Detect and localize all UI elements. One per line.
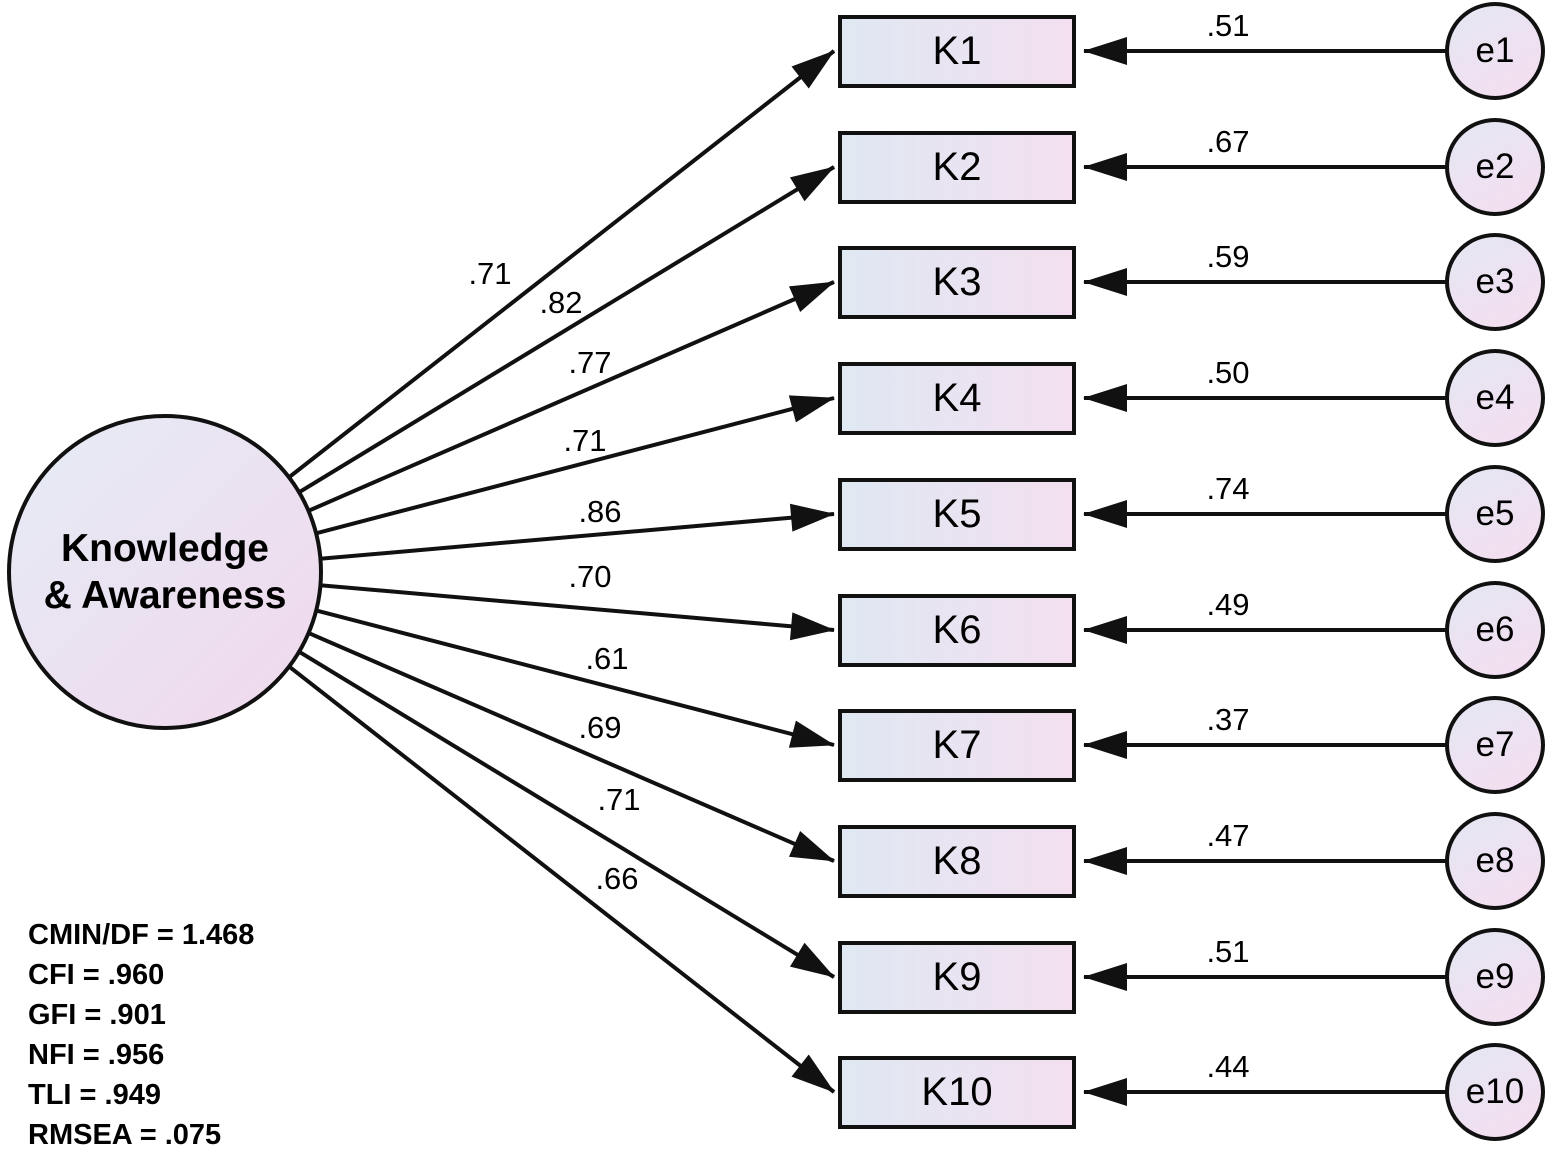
indicator-box: K10 <box>838 1056 1076 1129</box>
indicator-box: K6 <box>838 594 1076 667</box>
error-term-ellipse: e5 <box>1445 465 1545 563</box>
loading-value-label: .77 <box>568 345 612 380</box>
error-value-label: .44 <box>1206 1049 1250 1084</box>
error-term-label: e7 <box>1475 725 1515 764</box>
error-term-label: e10 <box>1465 1072 1525 1111</box>
error-term-ellipse: e2 <box>1445 118 1545 216</box>
indicator-label: K7 <box>932 723 982 767</box>
error-term-label: e8 <box>1475 841 1515 880</box>
error-term-ellipse: e3 <box>1445 233 1545 331</box>
indicator-label: K6 <box>932 608 982 652</box>
error-term-ellipse: e1 <box>1445 2 1545 100</box>
loading-value-label: .82 <box>539 285 583 320</box>
indicator-label: K4 <box>932 376 982 420</box>
indicator-box: K7 <box>838 709 1076 782</box>
error-term-label: e3 <box>1475 262 1515 301</box>
error-value-label: .50 <box>1206 355 1250 390</box>
error-term-label: e9 <box>1475 957 1515 996</box>
loading-value-label: .70 <box>568 559 612 594</box>
error-term-ellipse: e10 <box>1445 1043 1545 1141</box>
indicator-box: K1 <box>838 15 1076 88</box>
error-value-label: .74 <box>1206 471 1250 506</box>
indicator-label: K1 <box>932 29 982 73</box>
error-value-label: .49 <box>1206 587 1250 622</box>
indicator-box: K2 <box>838 131 1076 204</box>
indicator-label: K9 <box>932 955 982 999</box>
latent-variable-knowledge-awareness: Knowledge & Awareness <box>7 414 323 730</box>
indicator-label: K10 <box>921 1070 993 1114</box>
error-value-label: .59 <box>1206 239 1250 274</box>
error-value-label: .51 <box>1206 8 1250 43</box>
error-term-ellipse: e9 <box>1445 928 1545 1026</box>
loading-value-label: .71 <box>468 256 512 291</box>
fit-stat-line: CFI = .960 <box>28 959 165 991</box>
error-term-ellipse: e7 <box>1445 696 1545 794</box>
indicator-label: K5 <box>932 492 982 536</box>
error-term-ellipse: e4 <box>1445 349 1545 447</box>
loading-value-label: .86 <box>578 494 622 529</box>
fit-stat-line: TLI = .949 <box>28 1079 161 1111</box>
indicator-label: K3 <box>932 260 982 304</box>
error-value-label: .67 <box>1206 124 1250 159</box>
indicator-label: K8 <box>932 839 982 883</box>
indicator-box: K4 <box>838 362 1076 435</box>
error-term-ellipse: e8 <box>1445 812 1545 910</box>
fit-stat-line: NFI = .956 <box>28 1039 165 1071</box>
fit-stat-line: CMIN/DF = 1.468 <box>28 919 255 951</box>
indicator-box: K9 <box>838 941 1076 1014</box>
indicator-box: K5 <box>838 478 1076 551</box>
loading-value-label: .69 <box>578 710 622 745</box>
loading-value-label: .61 <box>585 641 629 676</box>
error-value-label: .47 <box>1206 818 1250 853</box>
loading-value-label: .66 <box>595 861 639 896</box>
loading-value-label: .71 <box>563 423 607 458</box>
error-term-label: e1 <box>1475 31 1515 70</box>
indicator-label: K2 <box>932 145 982 189</box>
fit-stat-line: GFI = .901 <box>28 999 166 1031</box>
error-term-label: e5 <box>1475 494 1515 533</box>
indicator-box: K3 <box>838 246 1076 319</box>
indicator-box: K8 <box>838 825 1076 898</box>
loading-value-label: .71 <box>597 782 641 817</box>
error-term-label: e6 <box>1475 610 1515 649</box>
error-term-label: e2 <box>1475 147 1515 186</box>
latent-label-line2: & Awareness <box>43 574 287 617</box>
latent-label-line1: Knowledge <box>60 527 269 570</box>
error-value-label: .37 <box>1206 702 1250 737</box>
error-term-label: e4 <box>1475 378 1515 417</box>
error-value-label: .51 <box>1206 934 1250 969</box>
fit-stat-line: RMSEA = .075 <box>28 1119 222 1151</box>
error-term-ellipse: e6 <box>1445 581 1545 679</box>
